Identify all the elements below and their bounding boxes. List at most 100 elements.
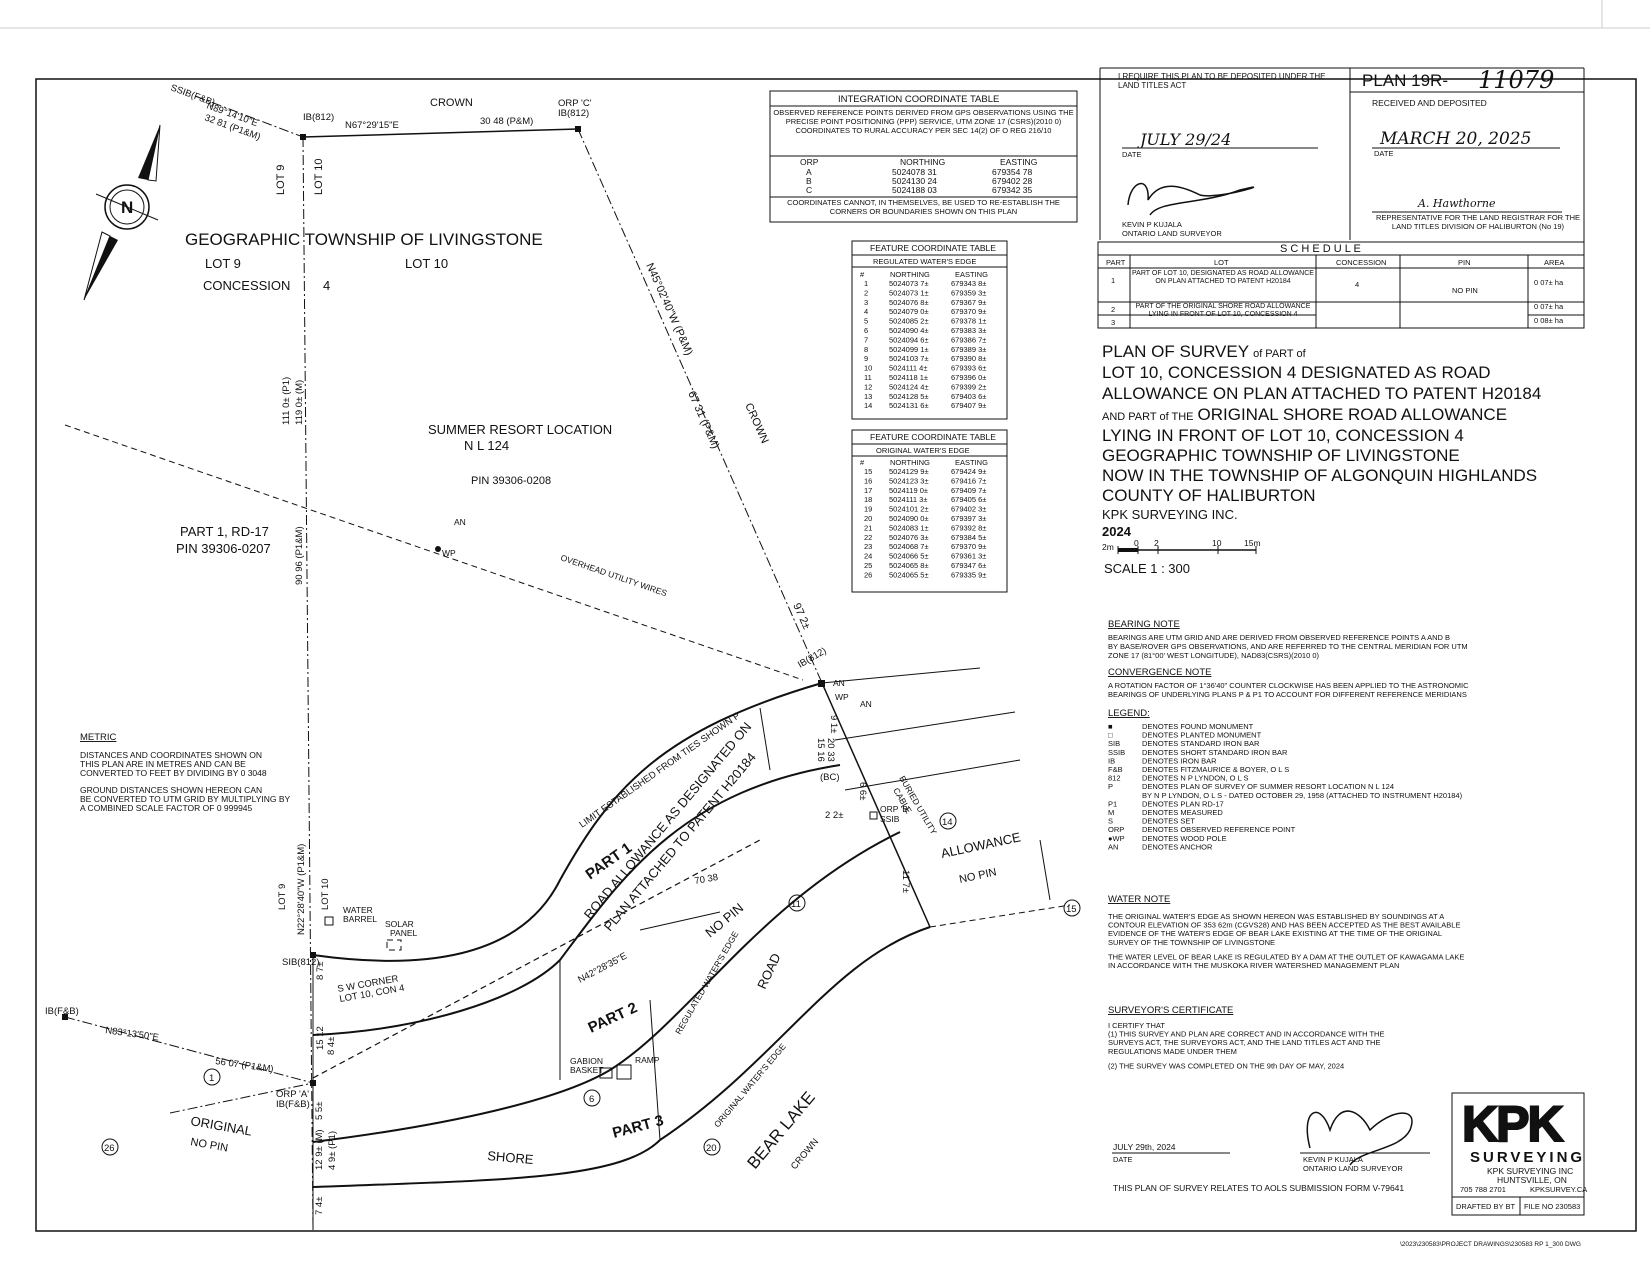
map-label: SIB(812) <box>282 957 320 968</box>
map-label: FILE NO 230583 <box>1524 1202 1580 1211</box>
note-line: SURVEYS ACT, THE SURVEYORS ACT, AND THE … <box>1108 1038 1380 1047</box>
map-label: SURVEYING <box>1470 1149 1585 1166</box>
map-label: (BC) <box>820 772 840 783</box>
legend-symbol: 812 <box>1108 774 1121 783</box>
map-label: 0 07± ha <box>1534 278 1564 287</box>
map-label: 97 2± <box>790 601 812 631</box>
map-label: ALLOWANCE ON PLAN ATTACHED TO PATENT H20… <box>1102 384 1541 403</box>
plan-number: 11079 <box>1478 66 1554 94</box>
table-cell: 5024129 9± <box>889 467 929 476</box>
map-label: CONVERTED TO FEET BY DIVIDING BY 0 3048 <box>80 768 267 778</box>
map-label: 20 <box>706 1143 717 1154</box>
map-label: 679342 35 <box>992 185 1032 195</box>
table-cell: 5024123 3± <box>889 476 929 485</box>
legend-symbol: SIB <box>1108 739 1120 748</box>
table-cell: 5024065 5± <box>889 570 929 579</box>
note-title: SURVEYOR'S CERTIFICATE <box>1108 1005 1233 1016</box>
table-cell: 13 <box>864 392 872 401</box>
part2-label: PART 2 <box>586 999 641 1036</box>
map-label: 30 48 (P&M) <box>480 116 533 127</box>
legend-text: DENOTES PLAN RD-17 <box>1142 799 1224 808</box>
legend-symbol: ■ <box>1108 722 1113 731</box>
map-label: LOT 10 <box>320 878 331 910</box>
map-label: OVERHEAD UTILITY WIRES <box>559 552 668 598</box>
table-cell: 11 <box>864 373 872 382</box>
map-label: 5024188 03 <box>892 185 937 195</box>
water-barrel <box>324 916 334 926</box>
table-cell: 679405 6± <box>951 495 986 504</box>
table-cell: 14 <box>864 401 872 410</box>
map-label: 56 07 (P1&M) <box>215 1056 275 1075</box>
map-label: 679402 28 <box>992 176 1032 186</box>
table-header: # <box>860 458 865 467</box>
table-cell: 6 <box>864 326 868 335</box>
table-cell: 679390 8± <box>951 354 986 363</box>
note-line: EVIDENCE OF THE WATER'S EDGE OF BEAR LAK… <box>1108 929 1442 938</box>
table-cell: 7 <box>864 335 868 344</box>
table-cell: 5024065 8± <box>889 561 929 570</box>
note-line: CONTOUR ELEVATION OF 353 62m (CGVS28) AN… <box>1108 921 1460 930</box>
table-cell: 679392 8± <box>951 523 986 532</box>
note-title: LEGEND: <box>1108 708 1150 719</box>
table-cell: 679335 9± <box>951 570 986 579</box>
table-cell: 8 <box>864 345 868 354</box>
map-label: 705 788 2701 <box>1460 1185 1506 1194</box>
map-label: 2 2± <box>825 810 843 821</box>
map-label: KEVIN P KUJALA <box>1303 1155 1363 1164</box>
table-cell: 5024101 2± <box>889 505 929 514</box>
map-label: RAMP <box>635 1055 660 1065</box>
map-label: PANEL <box>390 928 418 938</box>
map-label: 26 <box>104 1143 115 1154</box>
map-label: 15 12 <box>315 1026 326 1050</box>
note-line: THE WATER LEVEL OF BEAR LAKE IS REGULATE… <box>1108 952 1464 961</box>
map-label: LOT 10 <box>405 256 448 271</box>
map-label: CROWN <box>742 401 770 445</box>
map-label: 0 08± ha <box>1534 316 1564 325</box>
legend-text: DENOTES FITZMAURICE & BOYER, O L S <box>1142 765 1289 774</box>
table-cell: 679378 1± <box>951 317 986 326</box>
map-label: N45°02'40"W (P&M) <box>643 261 694 357</box>
map-label: SCALE 1 : 300 <box>1104 561 1190 576</box>
feature-table-original: FEATURE COORDINATE TABLE ORIGINAL WATER'… <box>851 429 1008 593</box>
map-label: GEOGRAPHIC TOWNSHIP OF LIVINGSTONE <box>1102 446 1460 465</box>
map-label: THIS PLAN ARE IN METRES AND CAN BE <box>80 759 246 769</box>
table-cell: 679370 9± <box>951 307 986 316</box>
table-cell: 5024099 1± <box>889 345 929 354</box>
dimension-ticks <box>312 707 1051 1230</box>
map-label: AN <box>833 678 845 688</box>
table-cell: 25 <box>864 561 872 570</box>
map-label: N83°13'50"E <box>105 1025 160 1043</box>
table-cell: 5024103 7± <box>889 354 929 363</box>
map-label: 5024078 31 <box>892 167 937 177</box>
map-label: N42°28'35"E <box>576 951 629 986</box>
map-label: FEATURE COORDINATE TABLE <box>870 243 996 253</box>
part1-north-limit <box>312 682 823 962</box>
map-label: CONCESSION <box>1336 258 1386 267</box>
metric-note: METRIC DISTANCES AND COORDINATES SHOWN O… <box>80 732 291 813</box>
map-label: AREA <box>1544 258 1564 267</box>
map-label: 679354 78 <box>992 167 1032 177</box>
legend-symbol: SSIB <box>1108 748 1125 757</box>
map-label: EASTING <box>1000 157 1037 167</box>
map-label: 7 4± <box>314 1197 325 1215</box>
legend-text: DENOTES OBSERVED REFERENCE POINT <box>1142 825 1296 834</box>
table-header: # <box>860 270 865 279</box>
table-cell: 5024068 7± <box>889 542 929 551</box>
schedule-lot-1: PART OF LOT 10, DESIGNATED AS ROAD ALLOW… <box>1132 270 1314 285</box>
note-line: THE ORIGINAL WATER'S EDGE AS SHOWN HEREO… <box>1108 912 1444 921</box>
map-label: 6 6± <box>857 782 868 800</box>
legend-symbol: P1 <box>1108 799 1117 808</box>
map-label: 0 07± ha <box>1534 302 1564 311</box>
table-cell: 679402 3± <box>951 505 986 514</box>
legend-text: DENOTES SET <box>1142 817 1195 826</box>
map-label: NORTHING <box>900 157 945 167</box>
table-cell: 22 <box>864 533 872 542</box>
table-cell: 5024090 0± <box>889 514 929 523</box>
legend-text: DENOTES MEASURED <box>1142 808 1223 817</box>
map-label: BE CONVERTED TO UTM GRID BY MULTIPLYING … <box>80 794 291 804</box>
map-label: PIN 39306-0208 <box>471 475 551 487</box>
legend-text: DENOTES STANDARD IRON BAR <box>1142 739 1260 748</box>
map-label: LOT 10, CONCESSION 4 DESIGNATED AS ROAD <box>1102 363 1491 382</box>
map-label: N22°28'40"W (P1&M) <box>296 844 307 935</box>
